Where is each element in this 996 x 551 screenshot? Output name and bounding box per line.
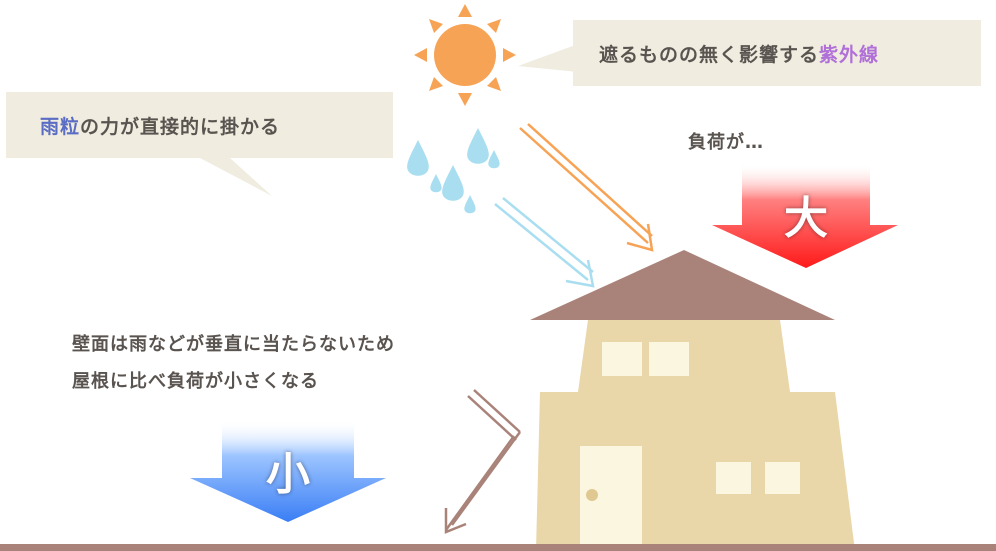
uv-speech-bubble: 遮るものの無く影響する紫外線	[573, 20, 981, 86]
roof-load-label: 負荷が…	[688, 132, 764, 153]
uv-arrow	[519, 123, 654, 252]
sun-icon	[414, 4, 516, 106]
wall-load-value: 小	[266, 449, 310, 500]
rain-bubble-text: の力が直接的に掛かる	[80, 115, 281, 138]
window-lower-left	[716, 462, 751, 494]
roof-load-value: 大	[784, 193, 828, 244]
ground-line	[0, 544, 996, 551]
roof-load-arrow	[712, 163, 898, 268]
sun-bubble-tail	[518, 44, 578, 72]
wall-note-line2: 屋根に比べ負荷が小さくなる	[72, 371, 319, 392]
house	[530, 250, 855, 551]
wall-deflect-arrow	[444, 389, 522, 534]
window-upper-left	[602, 342, 642, 376]
wall-load-arrow	[190, 420, 386, 522]
door-knob	[586, 489, 598, 501]
rain-speech-bubble: 雨粒の力が直接的に掛かる	[6, 92, 393, 158]
uv-bubble-text: 遮るものの無く影響する	[599, 43, 820, 66]
rain-bubble-accent: 雨粒	[40, 115, 81, 138]
rain-bubble-tail	[200, 158, 272, 196]
uv-bubble-accent: 紫外線	[819, 43, 880, 66]
wall-note-line1: 壁面は雨などが垂直に当たらないため	[72, 334, 395, 355]
raindrop-icon	[407, 128, 500, 214]
rain-arrow	[494, 197, 595, 288]
house-roof	[530, 250, 835, 320]
window-lower-right	[765, 462, 800, 494]
window-upper-right	[649, 342, 689, 376]
